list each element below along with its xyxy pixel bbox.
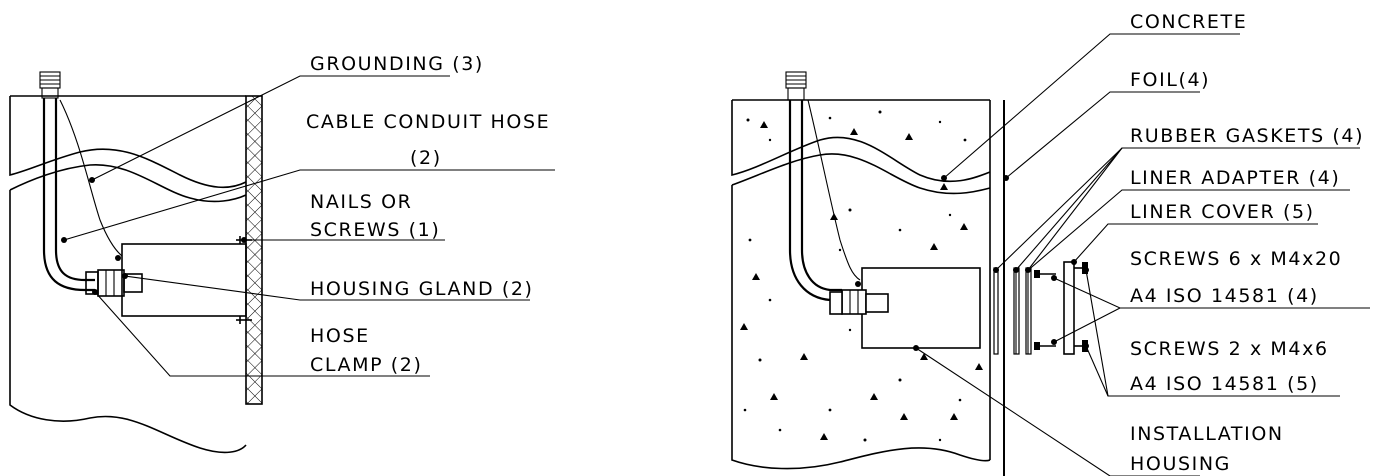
label-installation-2: HOUSING <box>1130 453 1231 475</box>
label-cable-conduit-hose: CABLE CONDUIT HOSE <box>306 111 550 133</box>
left-installation-housing <box>121 243 247 317</box>
left-leaders <box>61 75 555 377</box>
label-concrete: CONCRETE <box>1130 11 1247 33</box>
left-figure: GROUNDING (3) CABLE CONDUIT HOSE (2) NAI… <box>9 53 555 454</box>
liner-adapter <box>1015 268 1029 354</box>
concrete-speckles <box>740 110 983 442</box>
label-foil: FOIL(4) <box>1130 69 1210 91</box>
left-conduit-hose <box>42 98 95 292</box>
concrete-outline <box>731 99 991 470</box>
right-figure: CONCRETE FOIL(4) RUBBER GASKETS (4) LINE… <box>731 11 1370 476</box>
screws-m4x6 <box>1074 262 1088 352</box>
rubber-gaskets <box>993 267 1032 355</box>
label-installation-1: INSTALLATION <box>1130 423 1284 445</box>
right-top-gland <box>785 71 807 101</box>
left-housing-gland <box>85 255 143 297</box>
label-hose-clamp-1: HOSE <box>310 325 370 347</box>
label-screws-b-2: A4 ISO 14581 (5) <box>1130 373 1319 395</box>
right-leaders <box>913 33 1370 476</box>
label-liner-adapter: LINER ADAPTER (4) <box>1130 167 1340 189</box>
right-conduit-hose <box>788 100 842 302</box>
label-screws-a-2: A4 ISO 14581 (4) <box>1130 285 1319 307</box>
left-top-gland <box>39 71 61 99</box>
label-hose-clamp-2: CLAMP (2) <box>310 354 423 376</box>
label-screws-a-1: SCREWS 6 x M4x20 <box>1130 248 1342 270</box>
left-wall-outline <box>9 95 247 454</box>
label-grounding: GROUNDING (3) <box>310 53 484 75</box>
label-housing-gland: HOUSING GLAND (2) <box>310 278 534 300</box>
label-screws-b-1: SCREWS 2 x M4x6 <box>1130 338 1329 360</box>
label-nails-1: NAILS OR <box>310 191 412 213</box>
right-housing-gland <box>829 281 889 315</box>
label-nails-2: SCREWS (1) <box>310 219 440 241</box>
liner-cover <box>1063 261 1075 355</box>
label-rubber-gaskets: RUBBER GASKETS (4) <box>1130 125 1364 147</box>
left-grounding-wire <box>59 99 123 257</box>
label-cable-conduit-hose-num: (2) <box>410 147 442 169</box>
label-liner-cover: LINER COVER (5) <box>1130 201 1315 223</box>
right-grounding-wire <box>807 99 861 281</box>
screws-m4x20 <box>1034 270 1056 350</box>
